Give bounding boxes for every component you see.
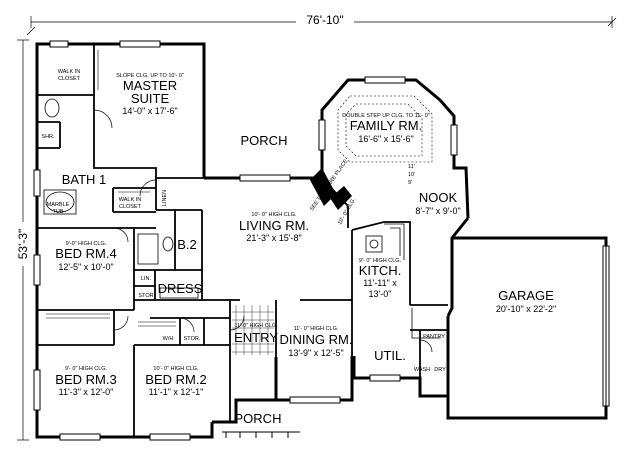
kitchen-dimensions-line1: 11'-11" x: [363, 278, 397, 288]
master-dimensions: 14'-0" x 17'-6": [122, 106, 177, 116]
walkin-closet-master-line1: WALK IN: [119, 197, 141, 203]
garage-dimensions: 20'-10" x 22'-2": [496, 304, 556, 314]
master-title-line2: SUITE: [131, 91, 170, 106]
bath-fixtures: [43, 98, 199, 299]
closet-shelves: [46, 50, 176, 327]
marble-tub-line1: MARBLE: [47, 202, 70, 208]
family-title: FAMILY RM.: [350, 118, 422, 133]
utility-label: UTIL.: [374, 348, 406, 363]
walkin-closet-master-line2: CLOSET: [119, 204, 142, 210]
front-porch-rail: [222, 431, 300, 438]
kitchen-dimensions-line2: 13'-0": [369, 289, 392, 299]
family-step-9: 9': [408, 180, 412, 186]
washer-label: WASH: [414, 367, 430, 373]
bath1-label: BATH 1: [62, 172, 107, 187]
dress-label: DRESS: [158, 281, 203, 296]
family-ceiling-note: DOUBLE STEP UP CLG. TO 11'- 0": [342, 113, 430, 119]
overall-width-label: 76'-10": [306, 13, 343, 27]
bed3-dimensions: 11'-3" x 12'-0": [59, 387, 114, 397]
kitchen-title: KITCH.: [359, 263, 402, 278]
walkin-closet-top-line2: CLOSET: [58, 76, 81, 82]
bed2-title: BED RM.2: [145, 372, 206, 387]
bath2-label: B.2: [177, 237, 197, 252]
nook-dimensions: 8'-7" x 9'-0": [415, 206, 460, 216]
walkin-closet-top-line1: WALK IN: [58, 69, 80, 75]
dining-title: DINING RM.: [280, 332, 353, 347]
exterior-walls: [35, 42, 608, 439]
storage-closet-2-label: STOR.: [184, 336, 201, 342]
master-ceiling-note: SLOPE CLG. UP TO 10'- 0": [116, 73, 184, 79]
family-dimensions: 16'-6" x 15'-6": [358, 134, 413, 144]
bed3-title: BED RM.3: [55, 372, 116, 387]
shower-label: SHR.: [41, 134, 55, 140]
bed3-ceiling-note: 9'- 0" HIGH CLG.: [65, 366, 108, 372]
master-title-line1: MASTER: [123, 78, 177, 93]
bed4-dimensions: 12'-5" x 10'-0": [58, 262, 113, 272]
bed4-ceiling-note: 9'-0" HIGH CLG.: [66, 241, 107, 247]
overall-depth-label: 53'-3": [16, 229, 30, 260]
family-step-11: 11': [408, 164, 415, 170]
dining-ceiling-note: 11'- 0" HIGH CLG.: [294, 326, 339, 332]
garage-door: [602, 245, 610, 407]
living-dimensions: 21'-3" x 15'-8": [246, 233, 301, 243]
bed2-dimensions: 11'-1" x 12'-1": [149, 387, 204, 397]
family-ceiling-steps: [337, 95, 433, 163]
fireplace: [310, 168, 352, 210]
front-porch-label: PORCH: [235, 411, 282, 426]
windows: [33, 40, 458, 441]
marble-tub-line2: TUB: [53, 209, 64, 215]
dining-dimensions: 13'-9" x 12'-5": [288, 348, 343, 358]
pantry-label: PANTRY: [423, 334, 445, 340]
bed2-ceiling-note: 10'- 0" HIGH CLG.: [153, 366, 199, 372]
storage-closet-1-label: STOR: [138, 293, 153, 299]
dryer-label: DRY: [434, 367, 446, 373]
living-title: LIVING RM.: [239, 218, 309, 233]
door-swings: [93, 109, 433, 353]
water-heater-label: W/H: [163, 336, 174, 342]
kitchen-counters: [365, 223, 440, 339]
living-ceiling-note: 10'- 0" HIGH CLG.: [251, 212, 297, 218]
family-step-10: 10': [408, 172, 415, 178]
nook-title: NOOK: [419, 190, 458, 205]
bed4-title: BED RM.4: [55, 246, 116, 261]
entry-tile: [232, 305, 274, 355]
rear-porch-label: PORCH: [241, 133, 288, 148]
garage-title: GARAGE: [498, 288, 554, 303]
linen-closet-label: LIN.: [141, 276, 152, 282]
linen-master-label: LINEN: [162, 190, 168, 206]
entry-title: ENTRY: [234, 330, 278, 345]
kitchen-ceiling-note: 9'- 0" HIGH CLG.: [359, 258, 402, 264]
entry-ceiling-note: 11'-0" HIGH CLG.: [234, 323, 278, 329]
